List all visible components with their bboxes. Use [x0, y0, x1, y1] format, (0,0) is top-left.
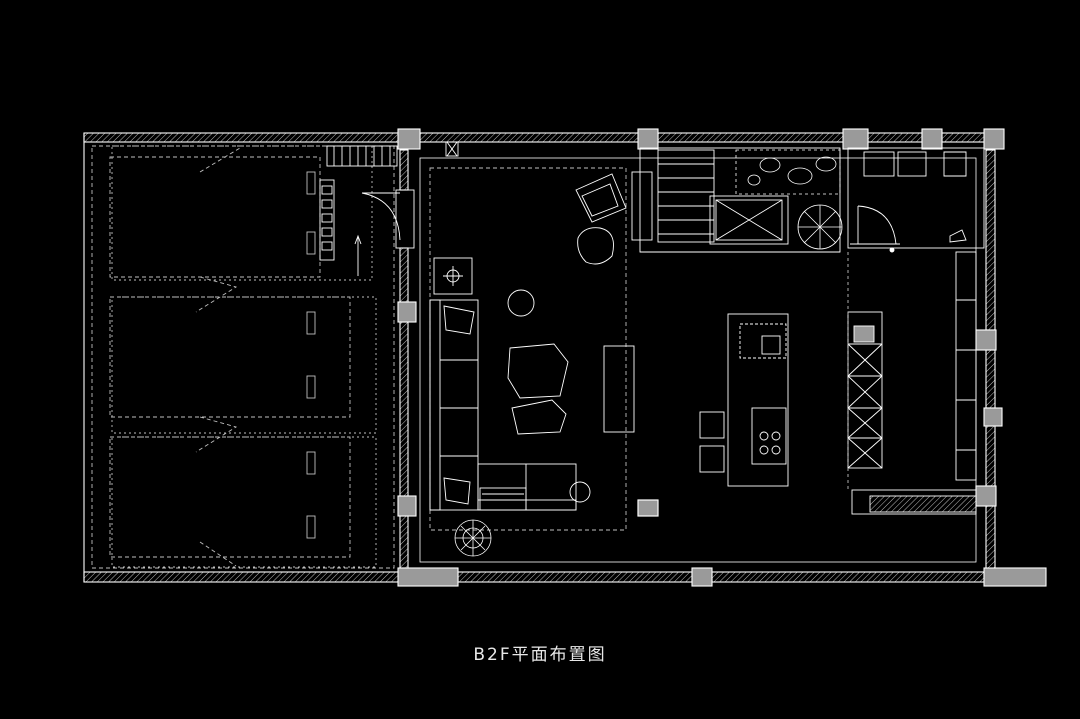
rock-garden [735, 149, 843, 250]
kitchen-island [699, 313, 789, 487]
stair-and-elevator [639, 147, 841, 253]
structural-columns [397, 128, 1047, 587]
bathroom [847, 147, 985, 253]
kitchen-cabinets [847, 251, 977, 515]
garage-storage [319, 141, 459, 276]
exterior-walls [83, 132, 996, 583]
living-room-sofa [429, 299, 577, 511]
tv-cabinet [637, 499, 659, 517]
parking-bays [91, 145, 395, 569]
living-room-armchairs [575, 171, 653, 265]
drawing-caption: B2F平面布置图 [473, 645, 607, 665]
plant-living [454, 519, 492, 557]
living-room-rug [429, 167, 627, 531]
living-room-tables [433, 257, 635, 503]
parking-wheel-stops [306, 171, 316, 539]
